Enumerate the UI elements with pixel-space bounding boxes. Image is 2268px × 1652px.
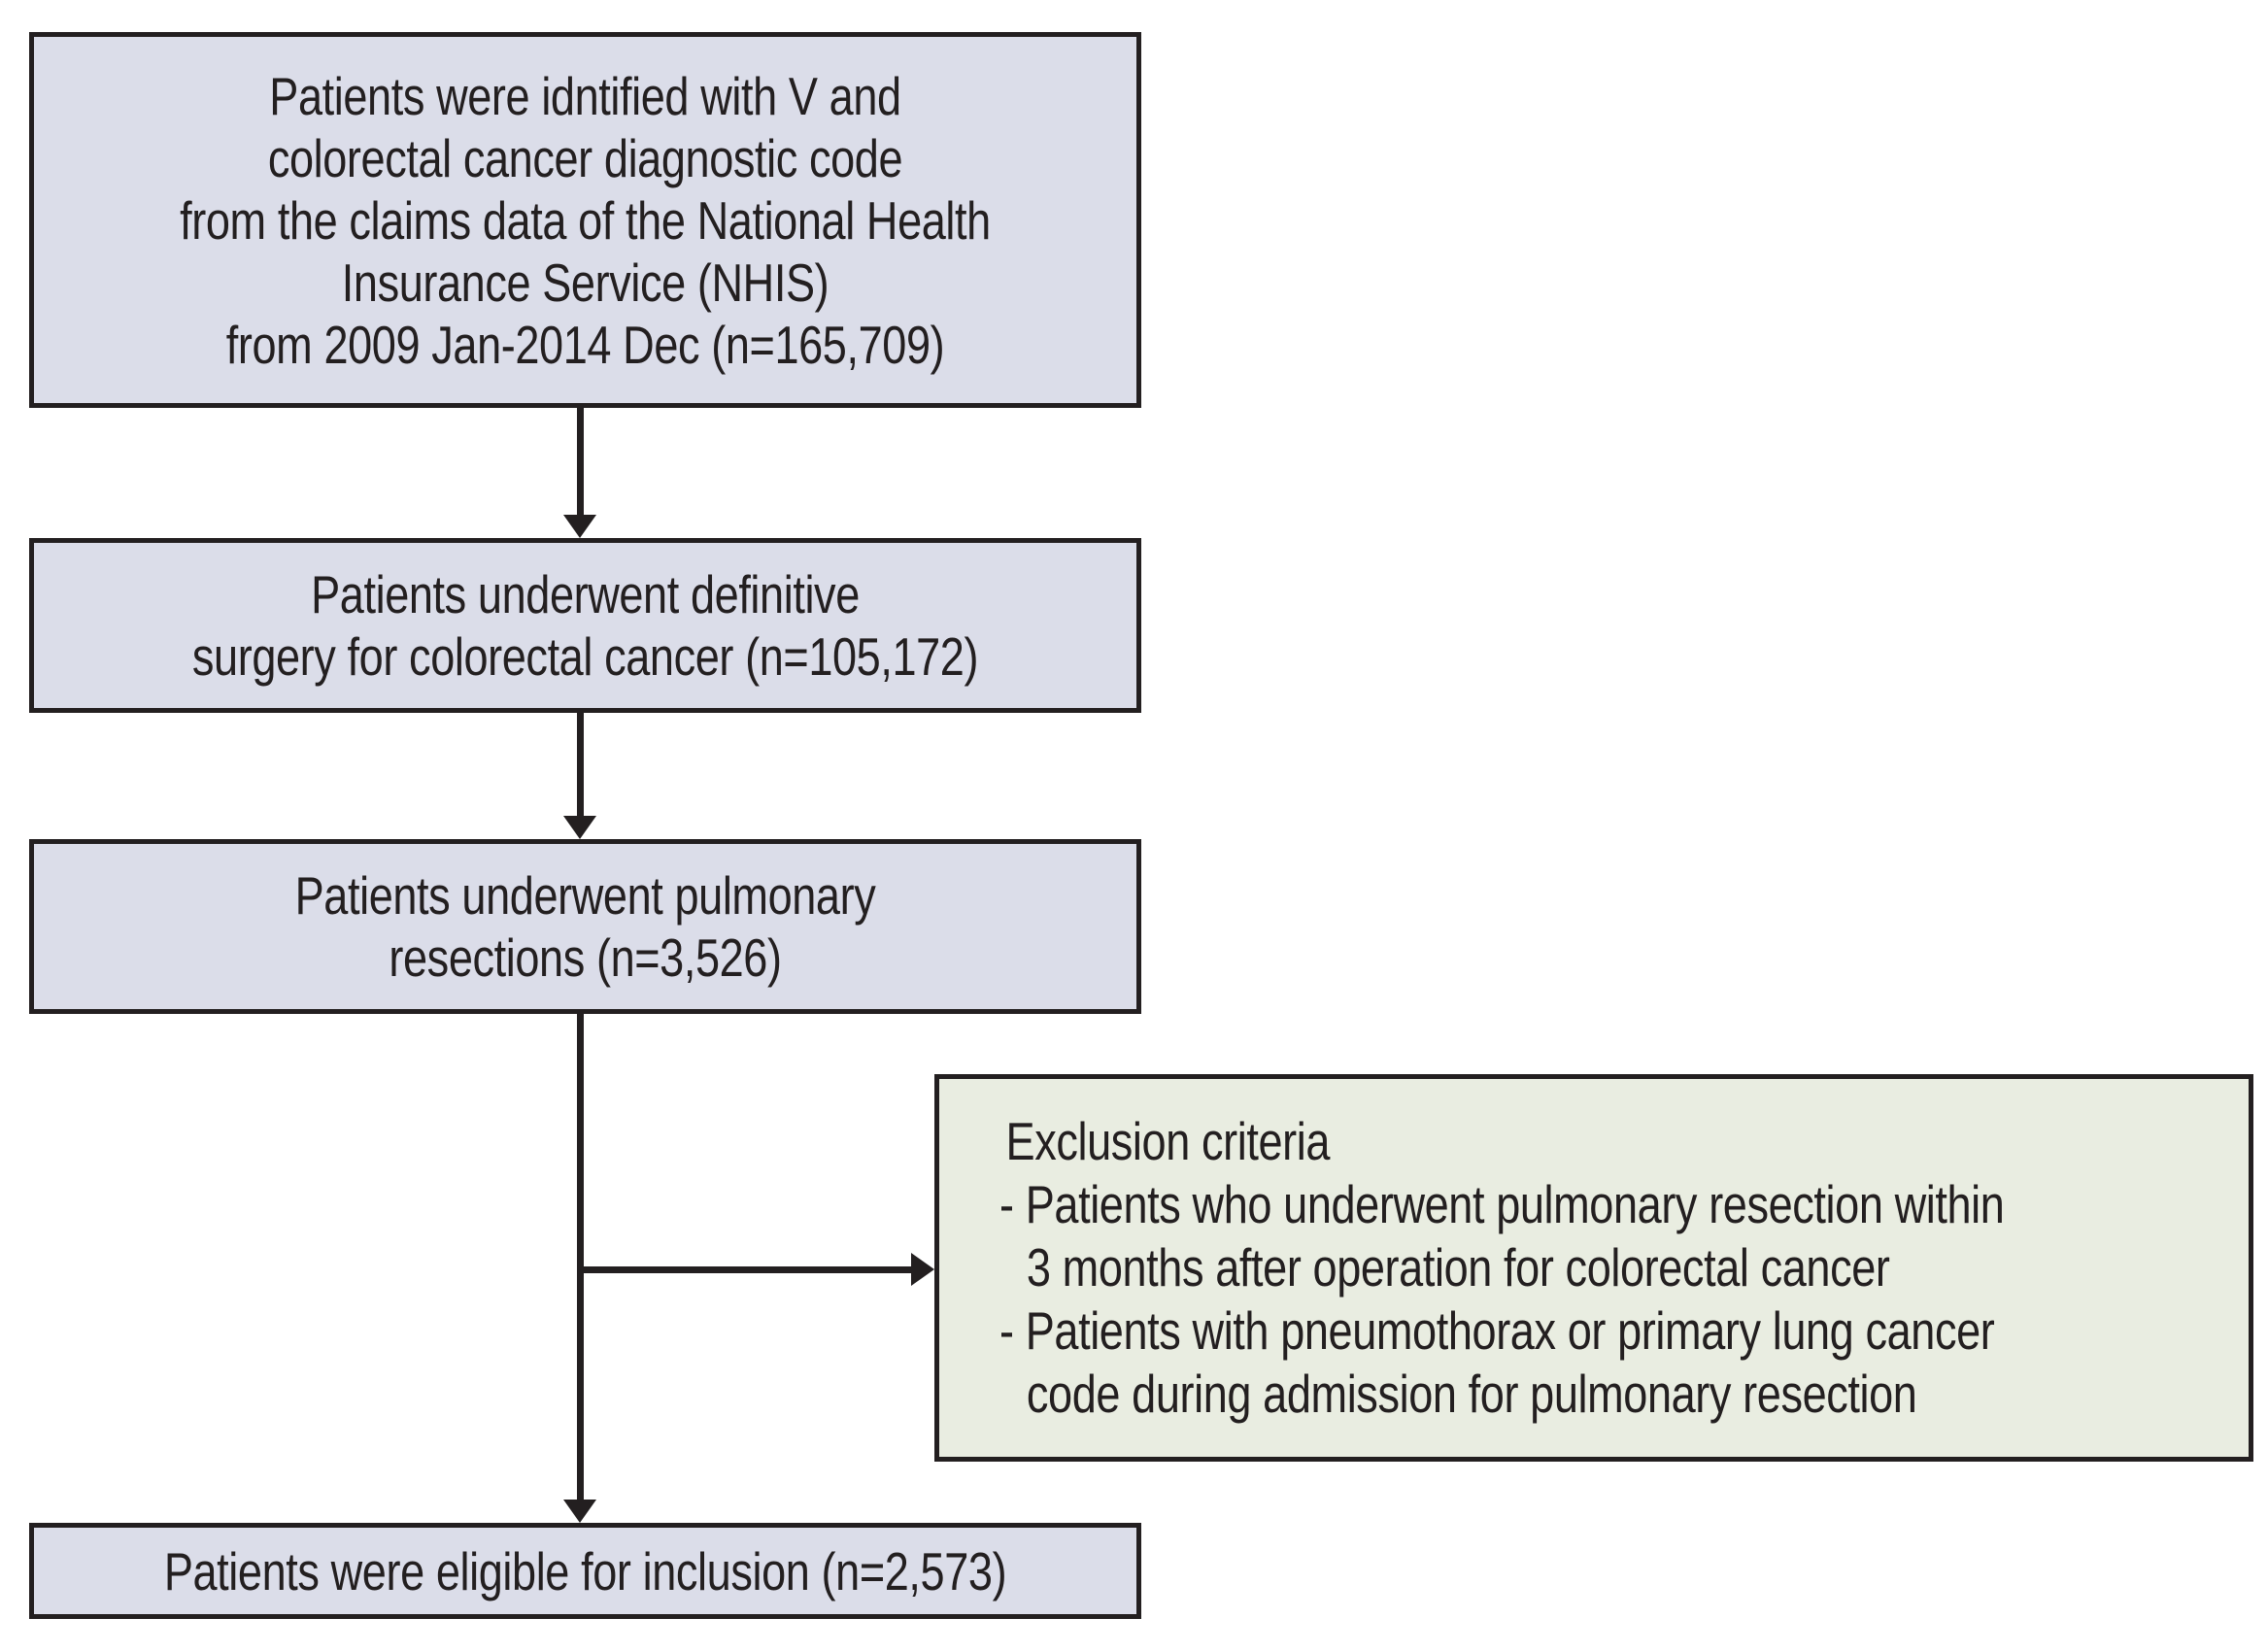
pulmonary-resection-box: Patients underwent pulmonary resections …: [29, 839, 1141, 1014]
surgery-line: Patients underwent definitive: [311, 564, 860, 624]
arrow-shaft: [576, 713, 584, 816]
arrow-head-down-icon: [563, 515, 596, 538]
exclusion-item-line-cont: code during admission for pulmonary rese…: [1026, 1364, 1917, 1424]
exclusion-item-line: - Patients who underwent pulmonary resec…: [999, 1174, 2005, 1234]
eligible-line: Patients were eligible for inclusion (n=…: [163, 1540, 1007, 1601]
exclusion-item-line-cont: 3 months after operation for colorectal …: [1026, 1237, 1890, 1298]
arrow-down-3: [563, 1014, 596, 1523]
arrow-right-exclusion: [580, 1253, 934, 1286]
pulmonary-line: resections (n=3,526): [389, 927, 782, 988]
arrow-shaft: [576, 408, 584, 515]
arrow-down-1: [563, 408, 596, 538]
surgery-line: surgery for colorectal cancer (n=105,172…: [191, 626, 979, 687]
identification-line: from the claims data of the National Hea…: [180, 189, 991, 251]
pulmonary-line: Patients underwent pulmonary: [294, 865, 876, 926]
arrow-shaft: [576, 1014, 584, 1500]
eligible-for-inclusion-box: Patients were eligible for inclusion (n=…: [29, 1523, 1141, 1619]
arrow-down-2: [563, 713, 596, 839]
definitive-surgery-box-text: Patients underwent definitive surgery fo…: [133, 563, 1037, 688]
arrow-head-right-icon: [911, 1253, 934, 1286]
identification-line: from 2009 Jan-2014 Dec (n=165,709): [225, 314, 945, 375]
arrow-shaft: [580, 1265, 911, 1273]
identification-box-text: Patients were idntified with V and color…: [133, 65, 1037, 376]
exclusion-title: Exclusion criteria: [1005, 1111, 1331, 1171]
identification-box: Patients were idntified with V and color…: [29, 32, 1141, 408]
arrow-head-down-icon: [563, 1500, 596, 1523]
definitive-surgery-box: Patients underwent definitive surgery fo…: [29, 538, 1141, 713]
identification-line: Insurance Service (NHIS): [341, 252, 829, 313]
identification-line: Patients were idntified with V and: [269, 65, 901, 126]
exclusion-criteria-box: Exclusion criteria - Patients who underw…: [934, 1074, 2253, 1462]
eligible-box-text: Patients were eligible for inclusion (n=…: [133, 1540, 1037, 1602]
identification-line: colorectal cancer diagnostic code: [267, 127, 903, 188]
exclusion-criteria-box-text: Exclusion criteria - Patients who underw…: [999, 1110, 2008, 1426]
pulmonary-resection-box-text: Patients underwent pulmonary resections …: [133, 864, 1037, 989]
exclusion-item-line: - Patients with pneumothorax or primary …: [999, 1300, 1995, 1361]
arrow-head-down-icon: [563, 816, 596, 839]
